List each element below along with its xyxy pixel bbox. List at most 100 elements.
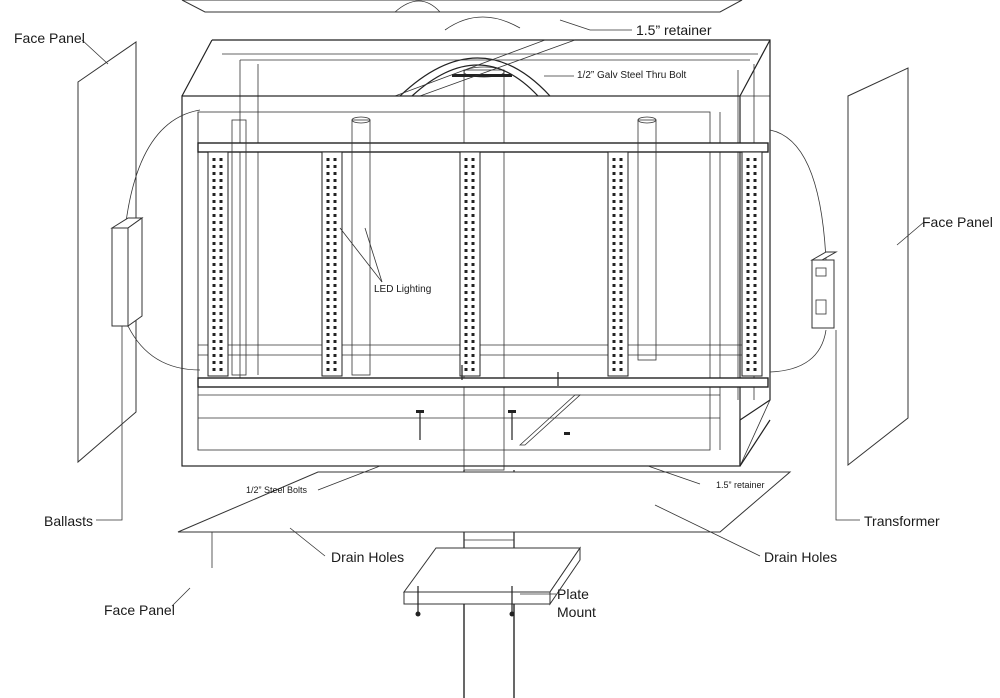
led-diode <box>612 298 616 301</box>
led-diode <box>612 340 616 343</box>
led-diode <box>326 256 330 259</box>
led-diode <box>219 158 223 161</box>
led-diode <box>333 228 337 231</box>
led-diode <box>212 207 216 210</box>
led-diode <box>219 368 223 371</box>
led-diode <box>464 207 468 210</box>
led-diode <box>753 228 757 231</box>
led-diode <box>619 347 623 350</box>
led-diode <box>746 165 750 168</box>
ballasts-label: Ballasts <box>44 513 94 529</box>
led-diode <box>746 186 750 189</box>
face-panel-left <box>77 41 137 464</box>
led-diode <box>333 312 337 315</box>
led-diode <box>326 347 330 350</box>
led-diode <box>212 284 216 287</box>
led-diode <box>326 214 330 217</box>
plate-mount-label-line1: Plate <box>557 586 589 602</box>
led-diode <box>333 270 337 273</box>
led-diode <box>333 277 337 280</box>
led-diode <box>612 361 616 364</box>
led-diode <box>612 354 616 357</box>
wire-right-top <box>769 129 827 261</box>
led-diode <box>753 249 757 252</box>
led-diode <box>471 221 475 224</box>
led-diode <box>219 242 223 245</box>
led-diode <box>333 221 337 224</box>
led-diode <box>326 235 330 238</box>
drain-holes-label-right: Drain Holes <box>764 549 838 565</box>
led-diode <box>464 256 468 259</box>
led-diode <box>219 193 223 196</box>
led-diode <box>212 242 216 245</box>
led-diode <box>212 249 216 252</box>
led-diode <box>753 235 757 238</box>
led-diode <box>333 242 337 245</box>
led-diode <box>753 158 757 161</box>
led-diode <box>326 200 330 203</box>
led-diode <box>333 319 337 322</box>
led-diode <box>333 165 337 168</box>
led-diode <box>612 305 616 308</box>
led-diode <box>212 347 216 350</box>
led-diode <box>612 347 616 350</box>
led-diode <box>464 305 468 308</box>
led-diode <box>333 179 337 182</box>
led-diode <box>612 200 616 203</box>
led-diode <box>212 221 216 224</box>
led-diode <box>333 172 337 175</box>
led-diode <box>612 214 616 217</box>
led-diode <box>333 368 337 371</box>
led-diode <box>326 221 330 224</box>
led-diode <box>333 291 337 294</box>
led-diode <box>471 172 475 175</box>
led-diode <box>612 186 616 189</box>
led-diode <box>746 284 750 287</box>
drain-holes-label-left: Drain Holes <box>331 549 405 565</box>
led-diode <box>753 172 757 175</box>
led-diode <box>746 305 750 308</box>
led-diode <box>219 263 223 266</box>
led-diode <box>619 326 623 329</box>
led-diode <box>746 340 750 343</box>
vertical-tubes <box>231 116 657 376</box>
led-diode <box>746 200 750 203</box>
led-diode <box>212 326 216 329</box>
led-diode <box>753 291 757 294</box>
led-diode <box>212 256 216 259</box>
led-diode <box>612 179 616 182</box>
led-diode <box>326 361 330 364</box>
led-diode <box>464 214 468 217</box>
led-diode <box>471 284 475 287</box>
led-strip-4 <box>607 151 629 377</box>
led-diode <box>464 312 468 315</box>
led-diode <box>326 312 330 315</box>
led-diode <box>464 228 468 231</box>
led-diode <box>333 249 337 252</box>
led-diode <box>219 305 223 308</box>
led-diode <box>333 193 337 196</box>
led-diode <box>753 277 757 280</box>
led-diode <box>471 270 475 273</box>
led-diode <box>619 221 623 224</box>
led-diode <box>612 263 616 266</box>
face-panel-right <box>847 67 909 467</box>
led-diode <box>619 284 623 287</box>
led-diode <box>212 186 216 189</box>
led-diode <box>219 186 223 189</box>
cabinet-frame <box>181 39 771 467</box>
led-diode <box>612 291 616 294</box>
led-diode <box>612 193 616 196</box>
led-diode <box>219 221 223 224</box>
led-diode <box>746 263 750 266</box>
led-diode <box>619 249 623 252</box>
led-diode <box>612 368 616 371</box>
led-diode <box>619 186 623 189</box>
led-diode <box>471 347 475 350</box>
led-diode <box>333 305 337 308</box>
led-diode <box>333 298 337 301</box>
led-diode <box>746 207 750 210</box>
led-diode <box>612 242 616 245</box>
led-diode <box>746 270 750 273</box>
